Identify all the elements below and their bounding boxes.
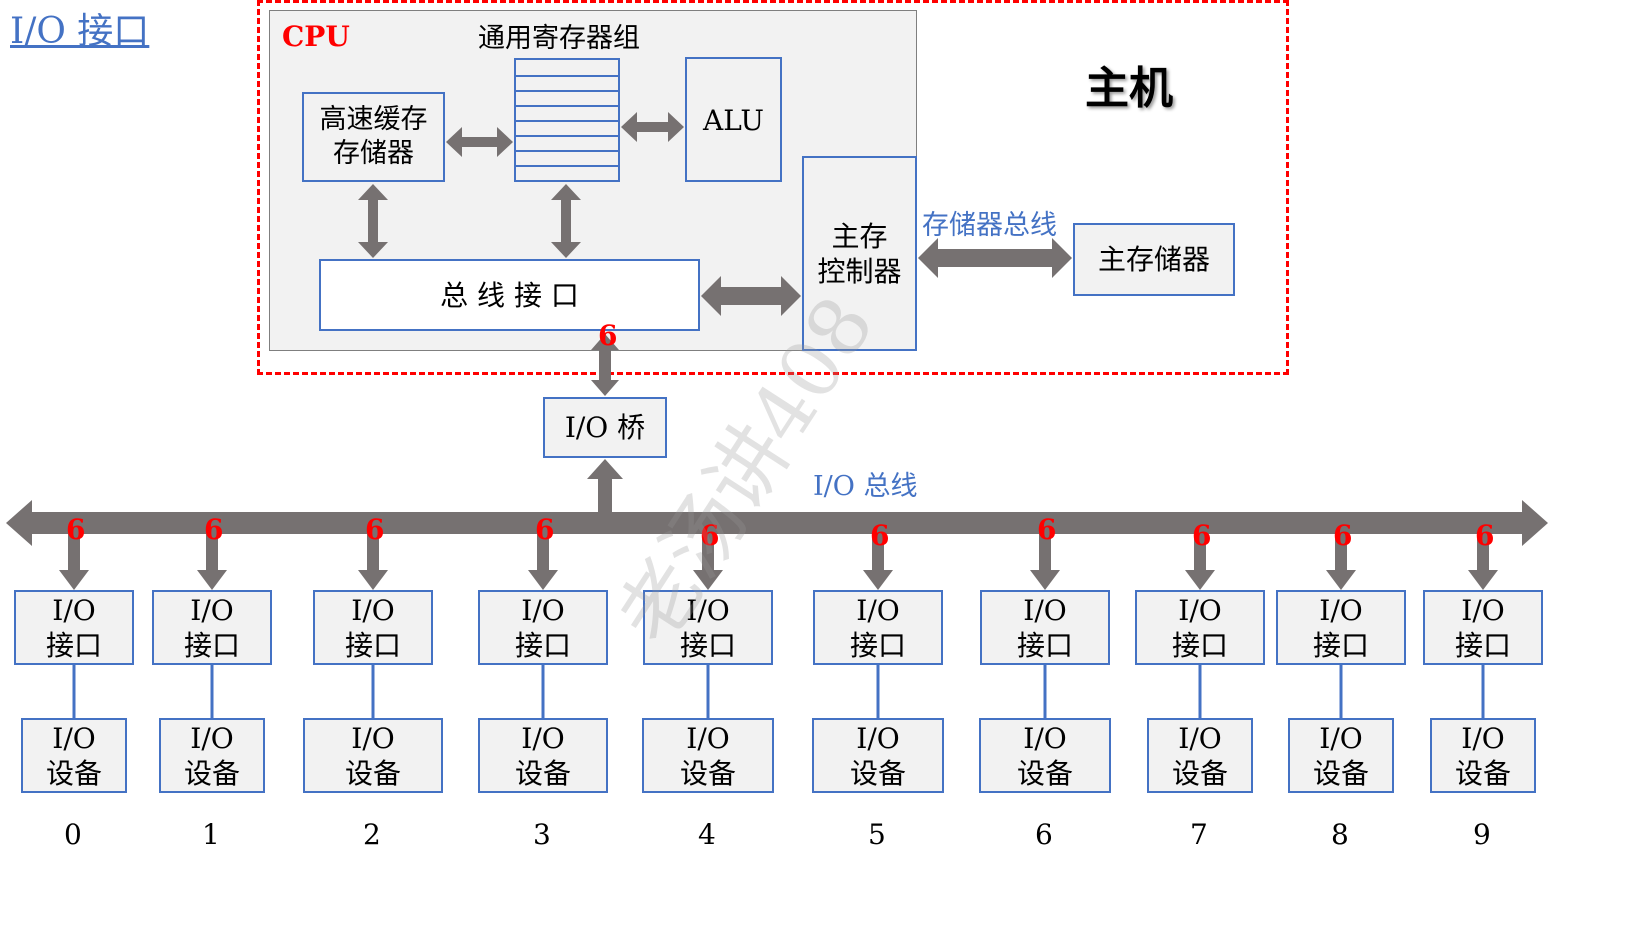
device-tag-5: 6 [870, 519, 890, 552]
cache-label: 高速缓存存储器 [319, 104, 428, 169]
device-index-4: 4 [698, 818, 716, 851]
host-title: 主机 [1085, 63, 1173, 114]
io-interface-box-3: I/O 接口 [478, 590, 608, 665]
device-tag-7: 6 [1192, 519, 1212, 552]
device-index-7: 7 [1190, 818, 1208, 851]
io-device-box-5: I/O 设备 [812, 718, 944, 793]
cache-bus-interface-arrow [358, 184, 388, 258]
register-row-divider [516, 105, 618, 107]
device-index-1: 1 [202, 818, 220, 851]
register-stack [514, 58, 620, 182]
memory-bus-label: 存储器总线 [922, 210, 1057, 241]
io-bridge-label: I/O 桥 [564, 411, 646, 444]
device-arrow-2 [358, 534, 388, 590]
device-arrow-3 [528, 534, 558, 590]
device-tag-0: 6 [66, 513, 86, 546]
device-arrow-0 [59, 534, 89, 590]
io-bus-arrow [6, 500, 1548, 546]
device-arrow-1 [197, 534, 227, 590]
bus-interface-box: 总 线 接 口 [319, 259, 700, 331]
device-tag-4: 6 [700, 519, 720, 552]
bridge-io-bus-arrow [587, 459, 623, 516]
device-index-3: 3 [533, 818, 551, 851]
device-tag-1: 6 [204, 513, 224, 546]
device-index-8: 8 [1331, 818, 1349, 851]
io-device-box-0: I/O 设备 [21, 718, 127, 793]
register-row-divider [516, 165, 618, 167]
io-interface-box-9: I/O 接口 [1423, 590, 1543, 665]
device-tag-6: 6 [1037, 513, 1057, 546]
io-interface-box-2: I/O 接口 [313, 590, 433, 665]
device-index-2: 2 [363, 818, 381, 851]
alu-box: ALU [685, 57, 782, 182]
host-boundary [257, 0, 1289, 375]
device-tag-8: 6 [1333, 519, 1353, 552]
device-arrow-7 [1185, 534, 1215, 590]
device-tag-2: 6 [365, 513, 385, 546]
register-row-divider [516, 90, 618, 92]
io-interface-box-0: I/O 接口 [14, 590, 134, 665]
io-device-box-7: I/O 设备 [1147, 718, 1253, 793]
io-interface-box-7: I/O 接口 [1135, 590, 1265, 665]
device-tag-9: 6 [1475, 519, 1495, 552]
device-arrow-8 [1326, 534, 1356, 590]
io-interface-box-5: I/O 接口 [813, 590, 943, 665]
io-device-box-8: I/O 设备 [1288, 718, 1394, 793]
page-title: I/O 接口 [10, 11, 150, 52]
register-group-label: 通用寄存器组 [478, 23, 640, 54]
io-device-box-2: I/O 设备 [303, 718, 443, 793]
main-memory-box: 主存储器 [1073, 223, 1235, 296]
io-bridge-box: I/O 桥 [543, 397, 667, 458]
io-interface-box-8: I/O 接口 [1276, 590, 1406, 665]
cache-box: 高速缓存存储器 [302, 92, 445, 182]
device-index-6: 6 [1035, 818, 1053, 851]
register-bus-interface-arrow [551, 184, 581, 258]
cache-register-arrow [446, 127, 513, 157]
io-device-box-9: I/O 设备 [1430, 718, 1536, 793]
bus-interface-tag: 6 [598, 319, 618, 352]
bus-interface-controller-arrow [701, 276, 801, 316]
register-row-divider [516, 135, 618, 137]
io-device-box-4: I/O 设备 [642, 718, 774, 793]
io-interface-box-6: I/O 接口 [980, 590, 1110, 665]
memory-bus-arrow [918, 238, 1072, 278]
bus-interface-label: 总 线 接 口 [440, 278, 579, 312]
io-device-box-1: I/O 设备 [159, 718, 265, 793]
register-row-divider [516, 120, 618, 122]
bus-interface-bridge-arrow [591, 334, 619, 396]
device-arrow-6 [1030, 534, 1060, 590]
register-alu-arrow [621, 112, 684, 142]
device-index-9: 9 [1473, 818, 1491, 851]
io-device-box-3: I/O 设备 [478, 718, 608, 793]
alu-label: ALU [703, 104, 764, 137]
memory-controller-label: 主存控制器 [817, 219, 902, 288]
register-row-divider [516, 75, 618, 77]
main-memory-label: 主存储器 [1097, 243, 1210, 276]
device-index-5: 5 [868, 818, 886, 851]
memory-controller-box: 主存控制器 [802, 156, 917, 351]
device-arrow-5 [863, 534, 893, 590]
io-interface-box-1: I/O 接口 [152, 590, 272, 665]
io-interface-box-4: I/O 接口 [643, 590, 773, 665]
device-tag-3: 6 [535, 513, 555, 546]
cpu-label: CPU [282, 20, 350, 53]
register-row-divider [516, 150, 618, 152]
device-arrow-9 [1468, 534, 1498, 590]
io-bus-label: I/O 总线 [813, 471, 918, 502]
device-arrow-4 [693, 534, 723, 590]
io-device-box-6: I/O 设备 [979, 718, 1111, 793]
device-index-0: 0 [64, 818, 82, 851]
